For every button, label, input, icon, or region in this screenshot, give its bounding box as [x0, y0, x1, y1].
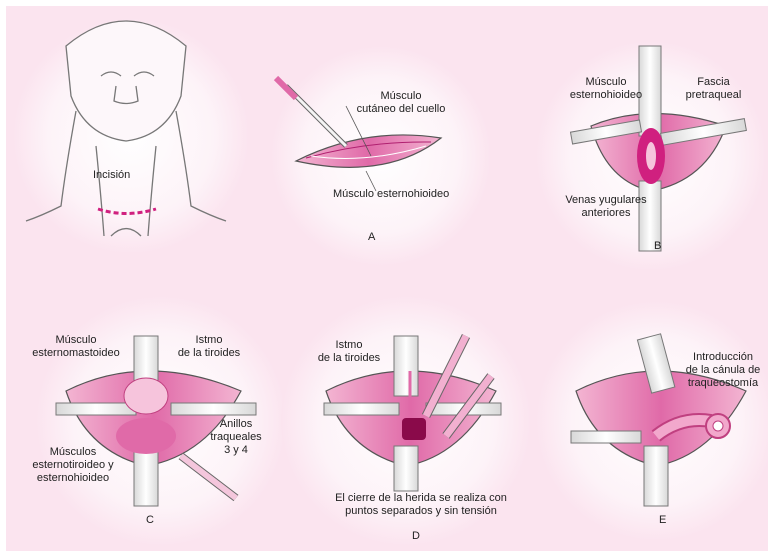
- panel-d-label-isthmus: Istmo de la tiroides: [304, 339, 394, 365]
- panel-c-letter: C: [146, 514, 154, 527]
- panel-a-label-sternohyoid: Músculo esternohioideo: [333, 188, 449, 201]
- panel-e-label-cannula: Introducción de la cánula de traqueostom…: [678, 351, 768, 390]
- panel-c-label-isthmus: Istmo de la tiroides: [164, 334, 254, 360]
- panel-e-letter: E: [659, 514, 666, 527]
- panel-b-label-sternohyoid: Músculo esternohioideo: [561, 76, 651, 102]
- panel-c-label-scm: Músculo esternomastoideo: [26, 334, 126, 360]
- panel-b-label-veins: Venas yugulares anteriores: [561, 194, 651, 220]
- panel-c-label-rings: Anillos traqueales 3 y 4: [206, 418, 266, 457]
- panel-a-letter: A: [368, 231, 375, 244]
- panel-b-label-fascia: Fascia pretraqueal: [671, 76, 756, 102]
- panel-d-letter: D: [412, 530, 420, 543]
- panel-a-label-platysma: Músculo cutáneo del cuello: [331, 90, 471, 116]
- tracheostomy-figure: Incisión Músculo cutáneo del cuello Músc…: [6, 6, 768, 551]
- panel-b-letter: B: [654, 240, 661, 253]
- incision-label: Incisión: [93, 169, 130, 182]
- panel-d-caption: El cierre de la herida se realiza con pu…: [321, 492, 521, 518]
- panel-c-label-muscles: Músculos esternotiroideo y esternohioide…: [18, 446, 128, 485]
